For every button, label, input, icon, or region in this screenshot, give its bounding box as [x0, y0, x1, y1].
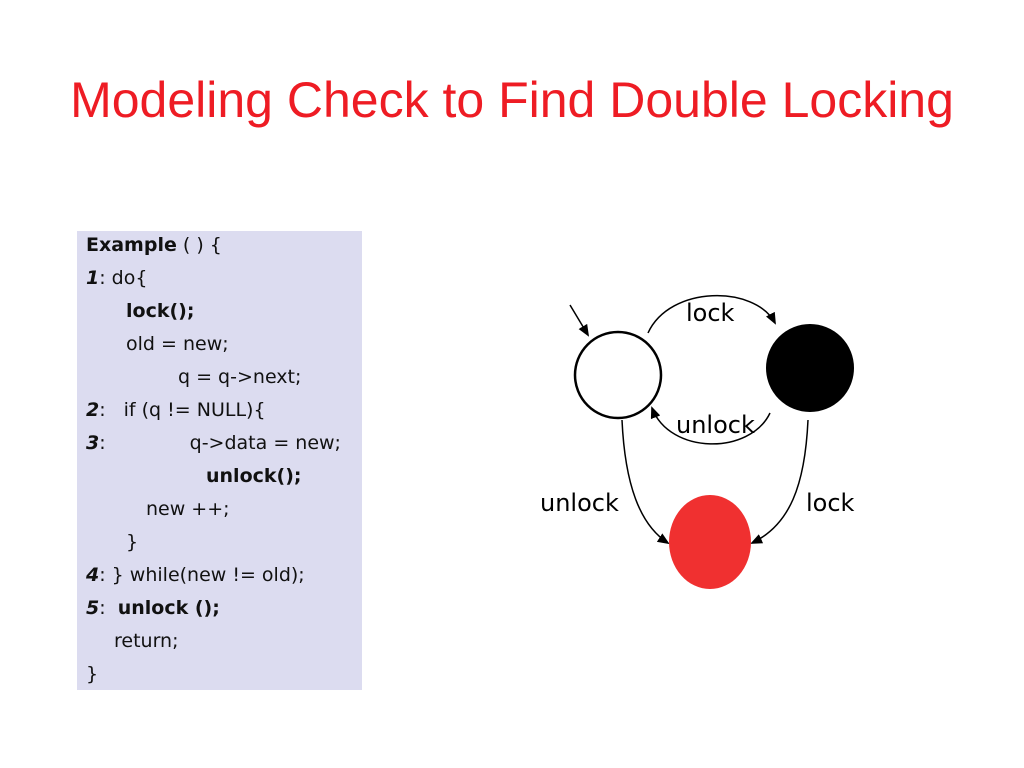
- edge-label-unlock-left: unlock: [540, 489, 619, 517]
- code-text: return;: [114, 630, 179, 652]
- code-line-unlock: unlock();: [86, 463, 362, 496]
- code-keyword: Example: [86, 234, 177, 256]
- code-text: : do{: [99, 267, 148, 289]
- state-error-node: [669, 495, 751, 589]
- code-line-close-fn: }: [86, 661, 362, 694]
- code-text: unlock ();: [117, 597, 220, 619]
- code-line-number: 3: [86, 432, 100, 454]
- state-locked-node: [766, 324, 854, 412]
- code-text: : } while(new != old);: [99, 564, 305, 586]
- code-text: q = q->next;: [178, 366, 302, 388]
- code-line-return: return;: [86, 628, 362, 661]
- edge-lock-top: [647, 295, 776, 334]
- code-line-3: 3:q->data = new;: [86, 432, 341, 454]
- code-text: ( ) {: [176, 234, 222, 256]
- code-text: unlock();: [206, 465, 302, 487]
- state-unlocked-node: [573, 330, 663, 420]
- code-line-4: 4: } while(new != old);: [86, 562, 362, 595]
- edge-label-lock-right: lock: [806, 489, 855, 517]
- edge-unlock-error: [621, 419, 670, 545]
- code-line-number: 2: [86, 399, 100, 421]
- code-text: if (q != NULL){: [123, 399, 266, 421]
- code-line-2: 2:if (q != NULL){: [86, 399, 266, 421]
- state-diagram: lock unlock unlock lock: [540, 295, 855, 589]
- code-text: }: [126, 531, 139, 553]
- code-line-5: 5: unlock ();: [86, 597, 220, 619]
- code-line-lock: lock();: [86, 298, 362, 331]
- code-line-increment: new ++;: [86, 496, 362, 529]
- code-line-header: Example ( ) {: [86, 232, 362, 265]
- code-panel: Example ( ) { 1: do{ lock(); old = new; …: [77, 231, 362, 690]
- start-arrow: [569, 304, 590, 337]
- edge-label-unlock-middle: unlock: [676, 411, 755, 439]
- code-line-close-if: }: [86, 529, 362, 562]
- code-line-1: 1: do{: [86, 265, 362, 298]
- code-text: }: [86, 663, 99, 685]
- code-line-number: 1: [86, 267, 100, 289]
- edge-unlock-middle: [650, 406, 771, 445]
- code-text: q->data = new;: [189, 432, 341, 454]
- code-line-number: 4: [86, 564, 100, 586]
- code-line-q-assign: q = q->next;: [86, 364, 362, 397]
- code-line-number: 5: [86, 597, 100, 619]
- edge-label-lock-top: lock: [686, 299, 735, 327]
- code-line-old-assign: old = new;: [86, 331, 362, 364]
- code-text: new ++;: [146, 498, 230, 520]
- code-text: lock();: [126, 300, 195, 322]
- edge-lock-error: [750, 419, 809, 544]
- code-text: old = new;: [126, 333, 229, 355]
- slide-title: Modeling Check to Find Double Locking: [70, 72, 954, 128]
